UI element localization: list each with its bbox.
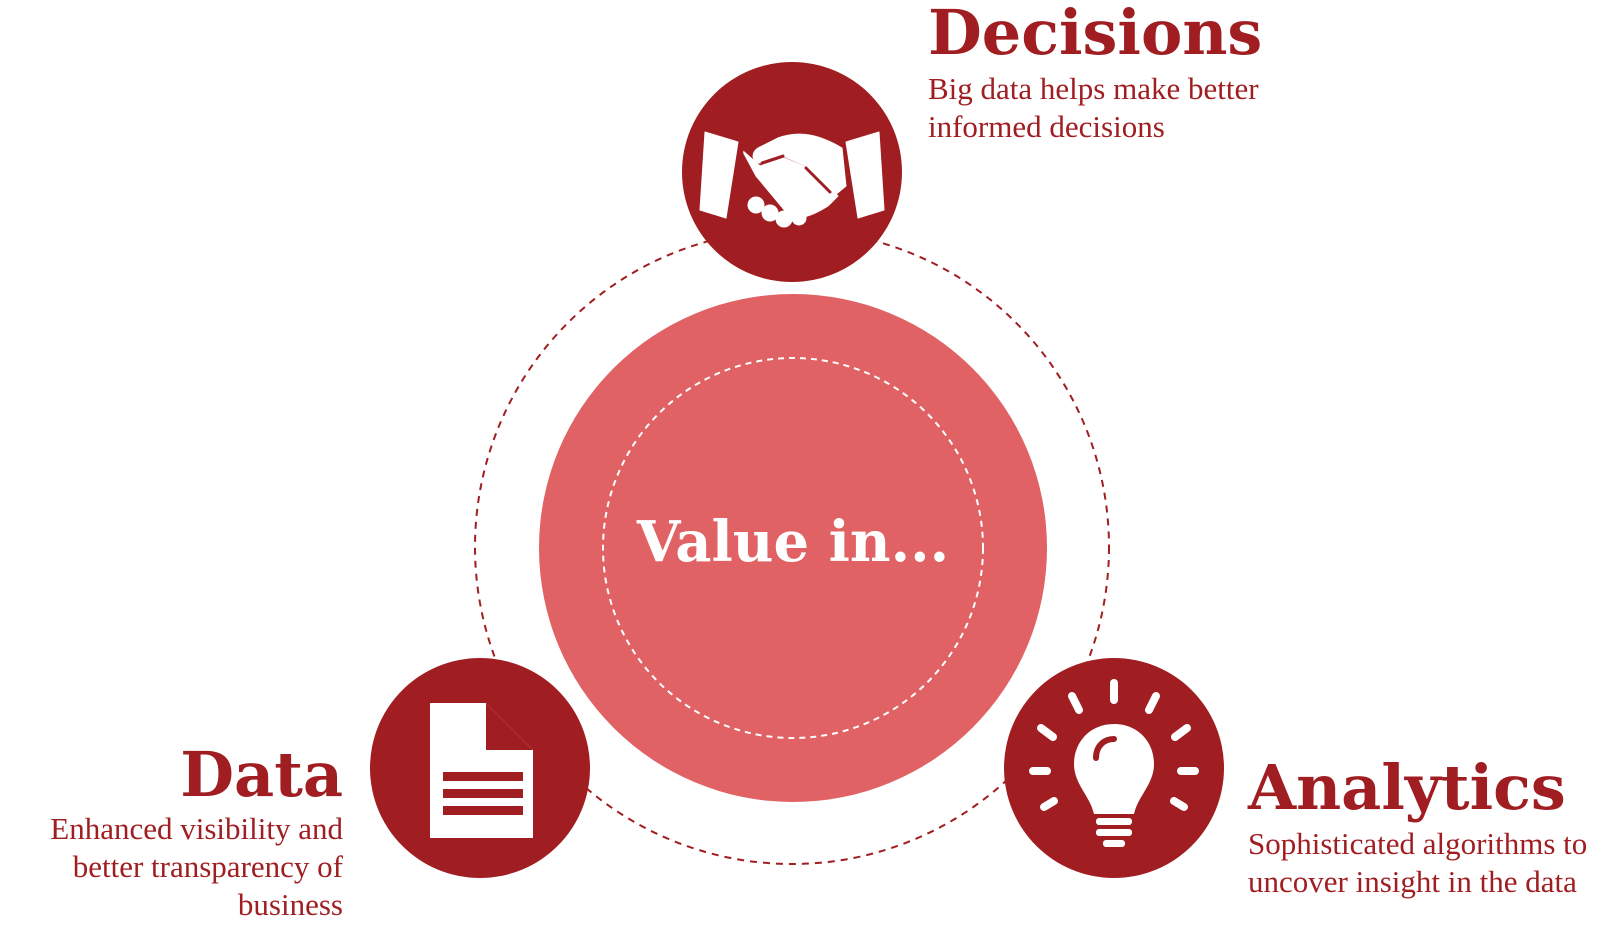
analytics-title: Analytics	[1248, 751, 1566, 824]
outer-dashed-ring	[474, 229, 1110, 865]
center-label: Value in...	[636, 509, 950, 575]
document-icon	[430, 703, 533, 838]
handshake-icon	[699, 131, 885, 228]
analytics-node	[1004, 658, 1224, 878]
lightbulb-icon	[1029, 679, 1199, 847]
data-title: Data	[180, 738, 343, 811]
decisions-node	[682, 62, 902, 282]
data-node	[370, 658, 590, 878]
analytics-description: Sophisticated algorithms to uncover insi…	[1248, 826, 1588, 899]
center-circle	[539, 294, 1047, 802]
inner-dashed-ring	[602, 357, 984, 739]
decisions-title: Decisions	[928, 0, 1263, 69]
data-description: Enhanced visibility and better transpare…	[50, 811, 343, 922]
decisions-description: Big data helps make better informed deci…	[928, 71, 1259, 144]
